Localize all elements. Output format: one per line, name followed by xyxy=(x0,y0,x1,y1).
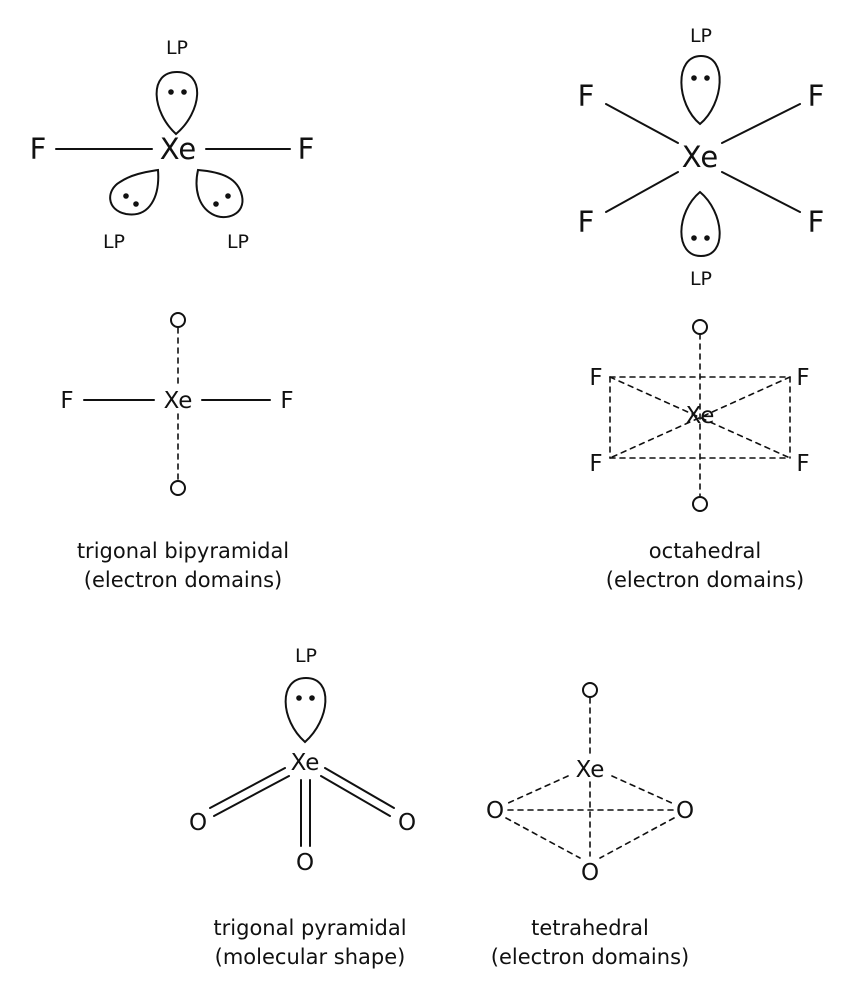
f-atom-upper-left: F xyxy=(589,365,602,391)
caption-line-1: octahedral xyxy=(648,539,762,563)
xe-atom: Xe xyxy=(160,132,196,166)
xe-o-double-bond-left-a xyxy=(209,767,286,809)
tetrahedral-structure xyxy=(505,697,675,859)
xe-atom: Xe xyxy=(164,388,193,414)
f-atom-lower-right: F xyxy=(808,205,825,239)
domain-circle-top xyxy=(582,682,598,698)
f-atom-lower-right: F xyxy=(796,451,809,477)
dashed-diagonal-1 xyxy=(609,376,791,459)
lone-pair-lobe-top xyxy=(284,676,327,744)
caption-line-2: (electron domains) xyxy=(490,945,690,969)
dashed-diagonal-2 xyxy=(609,376,791,459)
f-atom-lower-left: F xyxy=(578,205,595,239)
xe-atom: Xe xyxy=(686,403,715,429)
domain-circle-top xyxy=(692,319,708,335)
domain-circle-bottom xyxy=(692,496,708,512)
xe-atom: Xe xyxy=(576,757,605,783)
xe-f-bond-upper-left xyxy=(605,103,679,144)
lp-label: LP xyxy=(227,231,249,253)
lone-pair-lobe-top xyxy=(680,54,721,126)
octahedral-structure xyxy=(609,333,791,498)
xe-f-bond-lower-right xyxy=(721,171,801,213)
dashed-edge-right-bottom xyxy=(599,817,675,859)
f-atom-right: F xyxy=(280,388,293,414)
f-atom-left: F xyxy=(60,388,73,414)
caption-line-1: trigonal pyramidal xyxy=(213,916,407,940)
xe-atom: Xe xyxy=(291,750,320,776)
f-atom-right: F xyxy=(298,132,315,166)
trigonal-bipyramidal-structure xyxy=(83,312,271,496)
caption-trigonal-pyramidal: trigonal pyramidal (molecular shape) xyxy=(190,914,430,972)
o-atom-bottom: O xyxy=(581,860,599,886)
domain-circle-top xyxy=(170,312,186,328)
caption-line-1: tetrahedral xyxy=(531,916,649,940)
lone-pair-lobe-top xyxy=(155,70,199,136)
xe-atom: Xe xyxy=(682,140,718,174)
xe-o-double-bond-left-b xyxy=(213,775,290,817)
trigonal-pyramidal-structure xyxy=(209,676,395,847)
dashed-edge-xe-left xyxy=(505,775,569,805)
xe-f-bond-lower-left xyxy=(605,171,679,213)
f-atom-lower-left: F xyxy=(589,451,602,477)
caption-tetrahedral: tetrahedral (electron domains) xyxy=(470,914,710,972)
lone-pair-lobe-lower-left xyxy=(109,168,160,216)
dashed-edge-xe-right xyxy=(611,775,675,805)
lp-label: LP xyxy=(690,268,712,290)
xe-o-double-bond-right-a xyxy=(324,767,395,809)
o-atom-left: O xyxy=(189,810,207,836)
caption-octahedral: octahedral (electron domains) xyxy=(580,537,830,595)
o-atom-bottom: O xyxy=(296,850,314,876)
caption-trigonal-bipyramidal: trigonal bipyramidal (electron domains) xyxy=(38,537,328,595)
o-atom-left: O xyxy=(486,798,504,824)
lp-label: LP xyxy=(690,25,712,47)
dashed-edge-left-bottom xyxy=(505,817,581,859)
lp-label: LP xyxy=(166,37,188,59)
caption-line-2: (electron domains) xyxy=(605,568,805,592)
caption-line-2: (molecular shape) xyxy=(214,945,406,969)
xe-f-bond-upper-right xyxy=(721,103,801,144)
f-atom-upper-right: F xyxy=(808,79,825,113)
xef2-lone-pair-structure xyxy=(55,70,291,219)
xe-o-double-bond-right-b xyxy=(320,775,391,817)
lone-pair-lobe-bottom xyxy=(680,190,721,258)
domain-circle-bottom xyxy=(170,480,186,496)
electron-dots xyxy=(123,75,710,701)
f-atom-upper-right: F xyxy=(796,365,809,391)
lone-pair-lobe-lower-right xyxy=(195,168,244,219)
f-atom-left: F xyxy=(30,132,47,166)
f-atom-upper-left: F xyxy=(578,79,595,113)
o-atom-right: O xyxy=(676,798,694,824)
o-atom-right: O xyxy=(398,810,416,836)
caption-line-1: trigonal bipyramidal xyxy=(76,539,290,563)
caption-line-2: (electron domains) xyxy=(83,568,283,592)
xef4-lone-pair-structure xyxy=(605,54,801,258)
lp-label: LP xyxy=(295,645,317,667)
lp-label: LP xyxy=(103,231,125,253)
